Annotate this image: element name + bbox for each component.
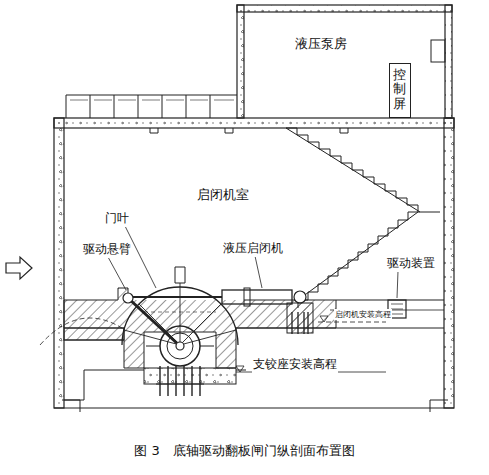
elevation-label: 启闭机安装高程 [334, 309, 392, 320]
part-label: 门叶 [104, 210, 130, 227]
control-panel: 控制屏 [389, 63, 411, 118]
room-label: 启闭机室 [196, 186, 250, 204]
panel-name: 控制屏 [393, 68, 406, 111]
flow-arrow [6, 257, 32, 279]
drive-arm [128, 298, 180, 346]
top-slab [54, 118, 454, 128]
elevation-label: 支铰座安装高程 [252, 356, 338, 373]
pump-room: 液压泵房控制屏 [237, 5, 452, 118]
staircase [286, 128, 440, 308]
right-wall [444, 118, 454, 408]
room-name: 液压泵房 [295, 35, 347, 53]
part-label: 驱动悬臂 [82, 241, 132, 258]
left-wall [54, 118, 64, 408]
figure-caption: 图 3 底轴驱动翻板闸门纵剖面布置图 [133, 442, 355, 460]
hydraulic-cylinder [222, 290, 292, 304]
part-label: 液压启闭机 [222, 240, 284, 257]
part-label: 驱动装置 [386, 255, 436, 272]
